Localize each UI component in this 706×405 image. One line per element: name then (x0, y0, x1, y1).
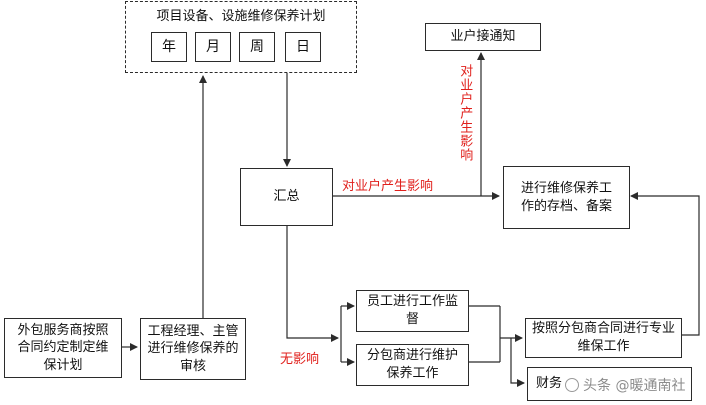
watermark-text: 头条 @暖通南社 (583, 378, 686, 394)
contract-maintain-box: 按照分包商合同进行专业维保工作 (525, 318, 682, 358)
manager-review-box: 工程经理、主管进行维修保养的审核 (140, 318, 246, 380)
no-effect-label: 无影响 (280, 352, 320, 367)
outsource-plan-box: 外包服务商按照合同约定制定维保计划 (4, 318, 122, 378)
period-week: 周 (239, 32, 275, 62)
staff-supervise-box: 员工进行工作监督 (356, 290, 469, 332)
subcontractor-maintain-box: 分包商进行维护保养工作 (356, 344, 469, 386)
summary-box: 汇总 (240, 168, 333, 226)
tenant-notice-box: 业户接通知 (425, 23, 541, 51)
period-day: 日 (285, 32, 321, 62)
period-year: 年 (151, 32, 187, 62)
camera-icon (565, 378, 579, 392)
finance-label: 财务 (536, 376, 563, 392)
period-month: 月 (195, 32, 231, 62)
finance-box: 财务 (527, 367, 692, 401)
archive-box: 进行维修保养工作的存档、备案 (503, 166, 630, 229)
plan-title: 项目设备、设施维修保养计划 (156, 9, 326, 24)
affects-tenant-label-horizontal: 对业户产生影响 (342, 179, 434, 194)
edge-to-finance (510, 338, 525, 387)
affects-tenant-label-vertical: 对业户产生影响 (457, 64, 473, 162)
edge-contract-to-archive (630, 192, 700, 336)
watermark: 头条 @暖通南社 (565, 375, 685, 395)
edge-summary-no-effect (286, 226, 339, 342)
